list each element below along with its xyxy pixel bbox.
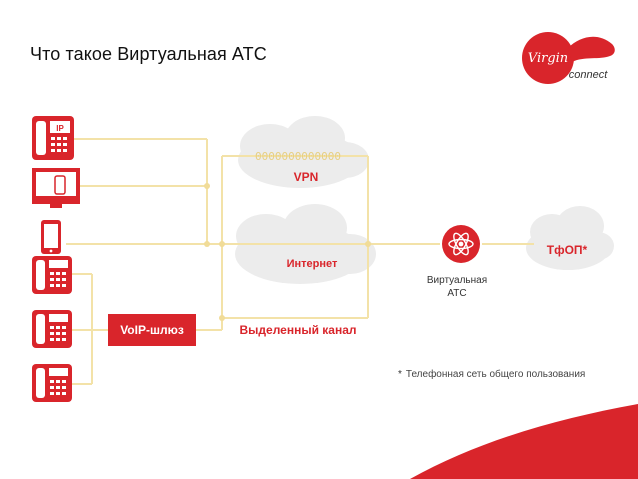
decorative-swoosh bbox=[410, 404, 638, 479]
ip-phone-icon: IP bbox=[32, 116, 74, 160]
footnote-marker: * bbox=[398, 369, 402, 380]
logo-brand-sub: connect bbox=[569, 69, 608, 81]
vpn-tunnel-pattern: 0000000000000 bbox=[255, 150, 341, 163]
computer-icon bbox=[32, 168, 80, 208]
page-title: Что такое Виртуальная АТС bbox=[30, 44, 267, 64]
desk-phone-icon-2 bbox=[32, 310, 72, 348]
vpbx-label-line1: Виртуальная bbox=[427, 275, 487, 286]
vpn-label: VPN bbox=[294, 170, 319, 184]
pstn-label: ТфОП* bbox=[547, 243, 588, 257]
footnote-text: Телефонная сеть общего пользования bbox=[405, 369, 586, 380]
voip-gateway-box bbox=[108, 314, 196, 346]
connection-lines bbox=[66, 138, 534, 385]
voip-gateway-label: VoIP-шлюз bbox=[120, 323, 184, 337]
vpbx-label-line2: АТС bbox=[447, 288, 466, 299]
desk-phone-icon-3 bbox=[32, 364, 72, 402]
internet-cloud bbox=[235, 204, 376, 284]
footnote: *Телефонная сеть общего пользования bbox=[398, 369, 585, 380]
pstn-cloud bbox=[526, 206, 614, 270]
ip-phone-label: IP bbox=[56, 124, 64, 133]
dedicated-channel-label: Выделенный канал bbox=[239, 323, 356, 337]
virtual-pbx-icon bbox=[442, 225, 480, 263]
logo-brand-word: Virgin bbox=[528, 51, 568, 66]
virgin-connect-logo: Virgin connect bbox=[520, 22, 620, 94]
junction-dots bbox=[204, 183, 371, 321]
mobile-phone-icon bbox=[41, 220, 61, 254]
desk-phone-icon-1 bbox=[32, 256, 72, 294]
internet-label: Интернет bbox=[287, 258, 338, 270]
